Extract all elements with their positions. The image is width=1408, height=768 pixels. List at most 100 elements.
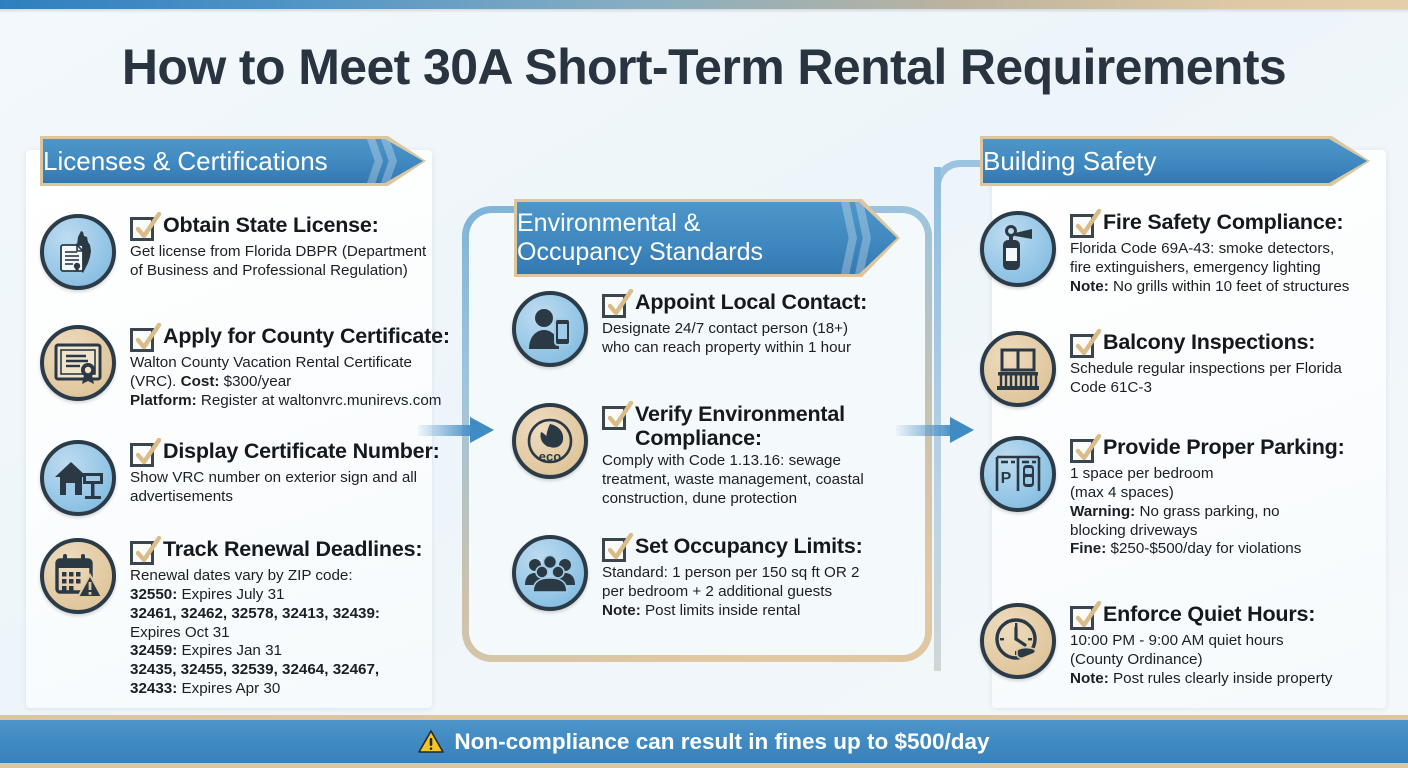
- parking-car-icon: P: [980, 436, 1056, 512]
- body-line: 10:00 PM - 9:00 AM quiet hours: [1070, 632, 1284, 649]
- balcony-railing-icon: [980, 331, 1056, 407]
- note-text: No grills within 10 feet of structures: [1108, 277, 1350, 295]
- certificate-seal-icon: [40, 325, 116, 401]
- item-title: Enforce Quiet Hours:: [1103, 602, 1316, 626]
- platform-value: Register at waltonvrc.munirevs.com: [196, 391, 442, 409]
- zip-codes: 32433:: [130, 680, 178, 698]
- svg-text:eco: eco: [539, 449, 561, 464]
- body-intro: Renewal dates vary by ZIP code:: [130, 567, 353, 584]
- people-group-icon: [512, 535, 588, 611]
- warning-label: Warning:: [1070, 502, 1136, 520]
- item-title: Track Renewal Deadlines:: [163, 537, 423, 561]
- body-line: who can reach property within 1 hour: [602, 338, 852, 356]
- item-appoint-local-contact: Appoint Local Contact: Designate 24/7 co…: [512, 289, 912, 367]
- body-line: (County Ordinance): [1070, 650, 1203, 668]
- checkbox-icon[interactable]: [1070, 434, 1102, 463]
- checkbox-icon[interactable]: [1070, 209, 1102, 238]
- body-line: (VRC).: [130, 372, 181, 390]
- body-line: advertisements: [130, 487, 233, 505]
- banner-label: Building Safety: [983, 145, 1157, 176]
- checkbox-icon[interactable]: [602, 533, 634, 562]
- item-apply-county-certificate: Apply for County Certificate: Walton Cou…: [40, 323, 460, 411]
- fine-label: Fine:: [1070, 540, 1107, 558]
- zip-expires: Expires Oct 31: [130, 623, 230, 641]
- body-line: Comply with Code 1.13.16: sewage: [602, 452, 841, 470]
- arrow-shaft: [418, 425, 472, 436]
- body-line: Code 61C-3: [1070, 378, 1152, 396]
- item-body: 1 space per bedroom (max 4 spaces) Warni…: [1070, 465, 1345, 559]
- note-text: Post limits inside rental: [640, 601, 801, 619]
- chevron-icon: [841, 202, 857, 274]
- banner-fill: Environmental &Occupancy Standards: [517, 202, 897, 274]
- fire-extinguisher-icon: [980, 211, 1056, 287]
- chevron-icon: [381, 139, 397, 183]
- banner-fill: Licenses & Certifications: [43, 139, 423, 183]
- platform-label: Platform:: [130, 391, 197, 409]
- chevron-icon: [367, 139, 383, 183]
- checkbox-icon[interactable]: [130, 212, 162, 241]
- zip-expires: Expires July 31: [177, 585, 285, 603]
- footer-text: Non-compliance can result in fines up to…: [454, 728, 990, 754]
- body-line: of Business and Professional Regulation): [130, 261, 408, 279]
- footer-top-rule: [0, 715, 1408, 720]
- note-text: Post rules clearly inside property: [1108, 669, 1333, 687]
- panel-building-safety: [962, 136, 1386, 714]
- item-body: Standard: 1 person per 150 sq ft OR 2 pe…: [602, 564, 863, 621]
- item-display-certificate-number: Display Certificate Number: Show VRC num…: [40, 438, 460, 516]
- arrow-head: [470, 417, 494, 443]
- item-balcony-inspections: Balcony Inspections: Schedule regular in…: [980, 329, 1390, 407]
- item-title: Provide Proper Parking:: [1103, 435, 1345, 459]
- footer-bottom-rule: [0, 763, 1408, 768]
- item-body: 10:00 PM - 9:00 AM quiet hours (County O…: [1070, 632, 1333, 689]
- body-line: Standard: 1 person per 150 sq ft OR 2: [602, 564, 860, 581]
- banner-label-line2: Occupancy Standards: [517, 238, 763, 266]
- body-line: Show VRC number on exterior sign and all: [130, 469, 418, 486]
- cost-value: $300/year: [219, 372, 292, 390]
- body-line: Get license from Florida DBPR (Departmen…: [130, 243, 427, 260]
- footer-content: Non-compliance can result in fines up to…: [0, 720, 1408, 763]
- checkbox-icon[interactable]: [602, 401, 634, 430]
- item-title: Apply for County Certificate:: [163, 324, 450, 348]
- page-title: How to Meet 30A Short-Term Rental Requir…: [121, 39, 1287, 95]
- clock-hand-icon: [980, 603, 1056, 679]
- item-fire-safety-compliance: Fire Safety Compliance: Florida Code 69A…: [980, 209, 1390, 297]
- item-body: Renewal dates vary by ZIP code: 32550: E…: [130, 567, 422, 699]
- warning-text: No grass parking, no: [1135, 502, 1280, 520]
- arrow-head: [950, 417, 974, 443]
- banner-label-line1: Environmental &: [517, 209, 701, 237]
- zip-codes: 32459:: [130, 642, 178, 660]
- item-title: Fire Safety Compliance:: [1103, 210, 1344, 234]
- florida-document-icon: [40, 214, 116, 290]
- checkbox-icon[interactable]: [130, 438, 162, 467]
- checkbox-icon[interactable]: [130, 323, 162, 352]
- zip-codes: 32435, 32455, 32539, 32464, 32467,: [130, 661, 380, 679]
- checkbox-icon[interactable]: [130, 536, 162, 565]
- top-band-shadow: [0, 9, 1408, 13]
- flow-arrow-left-to-middle: [418, 417, 494, 443]
- cost-label: Cost:: [180, 372, 220, 390]
- person-phone-icon: [512, 291, 588, 367]
- warning-triangle-icon: [418, 729, 445, 753]
- zip-expires: Expires Apr 30: [177, 680, 281, 698]
- body-line: Schedule regular inspections per Florida: [1070, 360, 1342, 377]
- note-label: Note:: [602, 601, 641, 619]
- checkbox-icon[interactable]: [1070, 329, 1102, 358]
- item-body: Designate 24/7 contact person (18+) who …: [602, 320, 867, 358]
- item-enforce-quiet-hours: Enforce Quiet Hours: 10:00 PM - 9:00 AM …: [980, 601, 1390, 689]
- item-track-renewal-deadlines: Track Renewal Deadlines: Renewal dates v…: [40, 536, 440, 699]
- checkbox-icon[interactable]: [1070, 601, 1102, 630]
- fine-text: $250-$500/day for violations: [1106, 540, 1302, 558]
- note-label: Note:: [1070, 669, 1109, 687]
- arrow-shaft: [896, 425, 952, 436]
- zip-expires: Expires Jan 31: [177, 642, 282, 660]
- body-line: fire extinguishers, emergency lighting: [1070, 258, 1321, 276]
- body-line: Walton County Vacation Rental Certificat…: [130, 354, 412, 371]
- item-provide-proper-parking: P Provide Proper Parking: 1 space per be…: [980, 434, 1390, 559]
- right-panel-background: [992, 150, 1386, 708]
- house-sign-icon: [40, 440, 116, 516]
- checkbox-icon[interactable]: [602, 289, 634, 318]
- item-title-line2: Compliance:: [635, 425, 762, 450]
- body-line: Designate 24/7 contact person (18+): [602, 320, 849, 337]
- body-line: construction, dune protection: [602, 489, 798, 507]
